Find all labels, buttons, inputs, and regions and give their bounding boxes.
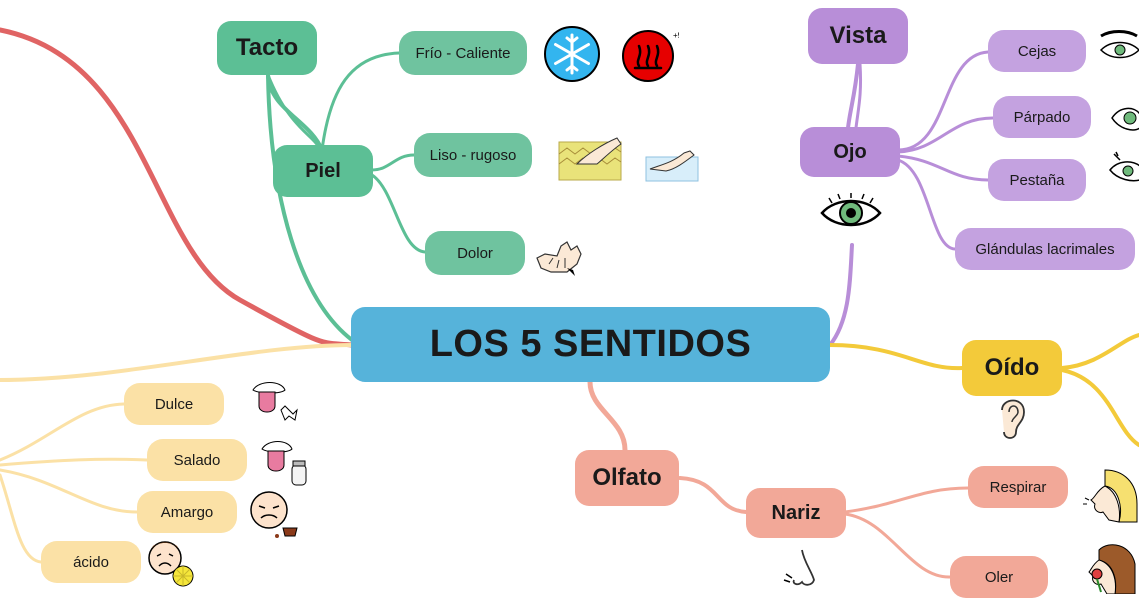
sour-face-icon	[148, 541, 194, 587]
eyebrow-eye-icon	[1099, 30, 1139, 59]
acido-node[interactable]: ácido	[41, 541, 141, 583]
ojo-glandulas-line	[896, 158, 957, 251]
heat-icon: +9	[622, 30, 679, 82]
glandulas-node[interactable]: Glándulas lacrimales	[955, 228, 1135, 270]
oido-up-line	[1060, 333, 1139, 370]
oido-down-line	[1060, 368, 1139, 447]
svg-text:+9: +9	[673, 31, 679, 40]
eye-icon	[820, 193, 882, 227]
smooth-hand-icon	[645, 150, 699, 182]
red-branch-line	[0, 27, 355, 348]
eyelid-eye-icon	[1111, 107, 1139, 131]
main-topic[interactable]: LOS 5 SENTIDOS	[351, 307, 830, 382]
tacto-piel-line-2	[266, 73, 322, 152]
piel-dolor-line	[370, 173, 427, 254]
pain-hand-icon	[536, 241, 582, 276]
ojo-node[interactable]: Ojo	[800, 127, 900, 177]
ojo-cejas-line	[896, 50, 990, 152]
gusto-acido-line	[0, 473, 43, 564]
dulce-node[interactable]: Dulce	[124, 383, 224, 425]
olfato-line	[587, 379, 628, 453]
oler-node[interactable]: Oler	[950, 556, 1048, 598]
gusto-line	[0, 343, 354, 382]
eyelash-eye-icon	[1109, 151, 1139, 182]
salado-node[interactable]: Salado	[147, 439, 247, 481]
ojo-parpado-line	[896, 116, 995, 154]
ojo-pestana-line	[896, 154, 990, 182]
nariz-oler-line	[843, 512, 952, 579]
ojo-vista-line-2	[854, 62, 863, 130]
gusto-amargo-line	[0, 468, 139, 514]
piel-node[interactable]: Piel	[273, 145, 373, 197]
tacto-piel-line	[266, 73, 324, 152]
liso-rugoso-node[interactable]: Liso - rugoso	[414, 133, 532, 177]
gusto-dulce-line	[0, 402, 126, 462]
tacto-node[interactable]: Tacto	[217, 21, 317, 75]
respirar-node[interactable]: Respirar	[968, 466, 1068, 508]
olfato-node[interactable]: Olfato	[575, 450, 679, 506]
snowflake-icon	[544, 26, 600, 82]
ear-icon	[1001, 399, 1025, 439]
smooth-rough-hand-icon	[558, 137, 622, 181]
piel-frio-line	[320, 51, 401, 152]
bitter-face-icon	[250, 491, 298, 538]
oido-line	[828, 343, 964, 371]
amargo-node[interactable]: Amargo	[137, 491, 237, 533]
nariz-node[interactable]: Nariz	[746, 488, 846, 538]
gusto-salado-line	[0, 457, 149, 467]
vista-node[interactable]: Vista	[808, 8, 908, 64]
olfato-nariz-line	[678, 476, 748, 514]
parpado-node[interactable]: Párpado	[993, 96, 1091, 138]
nose-icon	[783, 549, 815, 586]
nariz-respirar-line	[843, 486, 970, 514]
sweet-tongue-icon	[252, 382, 298, 421]
pestana-node[interactable]: Pestaña	[988, 159, 1086, 201]
cejas-node[interactable]: Cejas	[988, 30, 1086, 72]
piel-liso-line	[370, 153, 416, 172]
ojo-vista-line	[846, 62, 860, 130]
breathe-icon	[1083, 469, 1138, 523]
frio-caliente-node[interactable]: Frío - Caliente	[399, 31, 527, 75]
dolor-node[interactable]: Dolor	[425, 231, 525, 275]
tacto-line	[266, 73, 354, 342]
salty-tongue-icon	[261, 441, 307, 486]
oido-node[interactable]: Oído	[962, 340, 1062, 396]
smell-flower-icon	[1088, 544, 1136, 594]
vista-line	[828, 243, 854, 347]
